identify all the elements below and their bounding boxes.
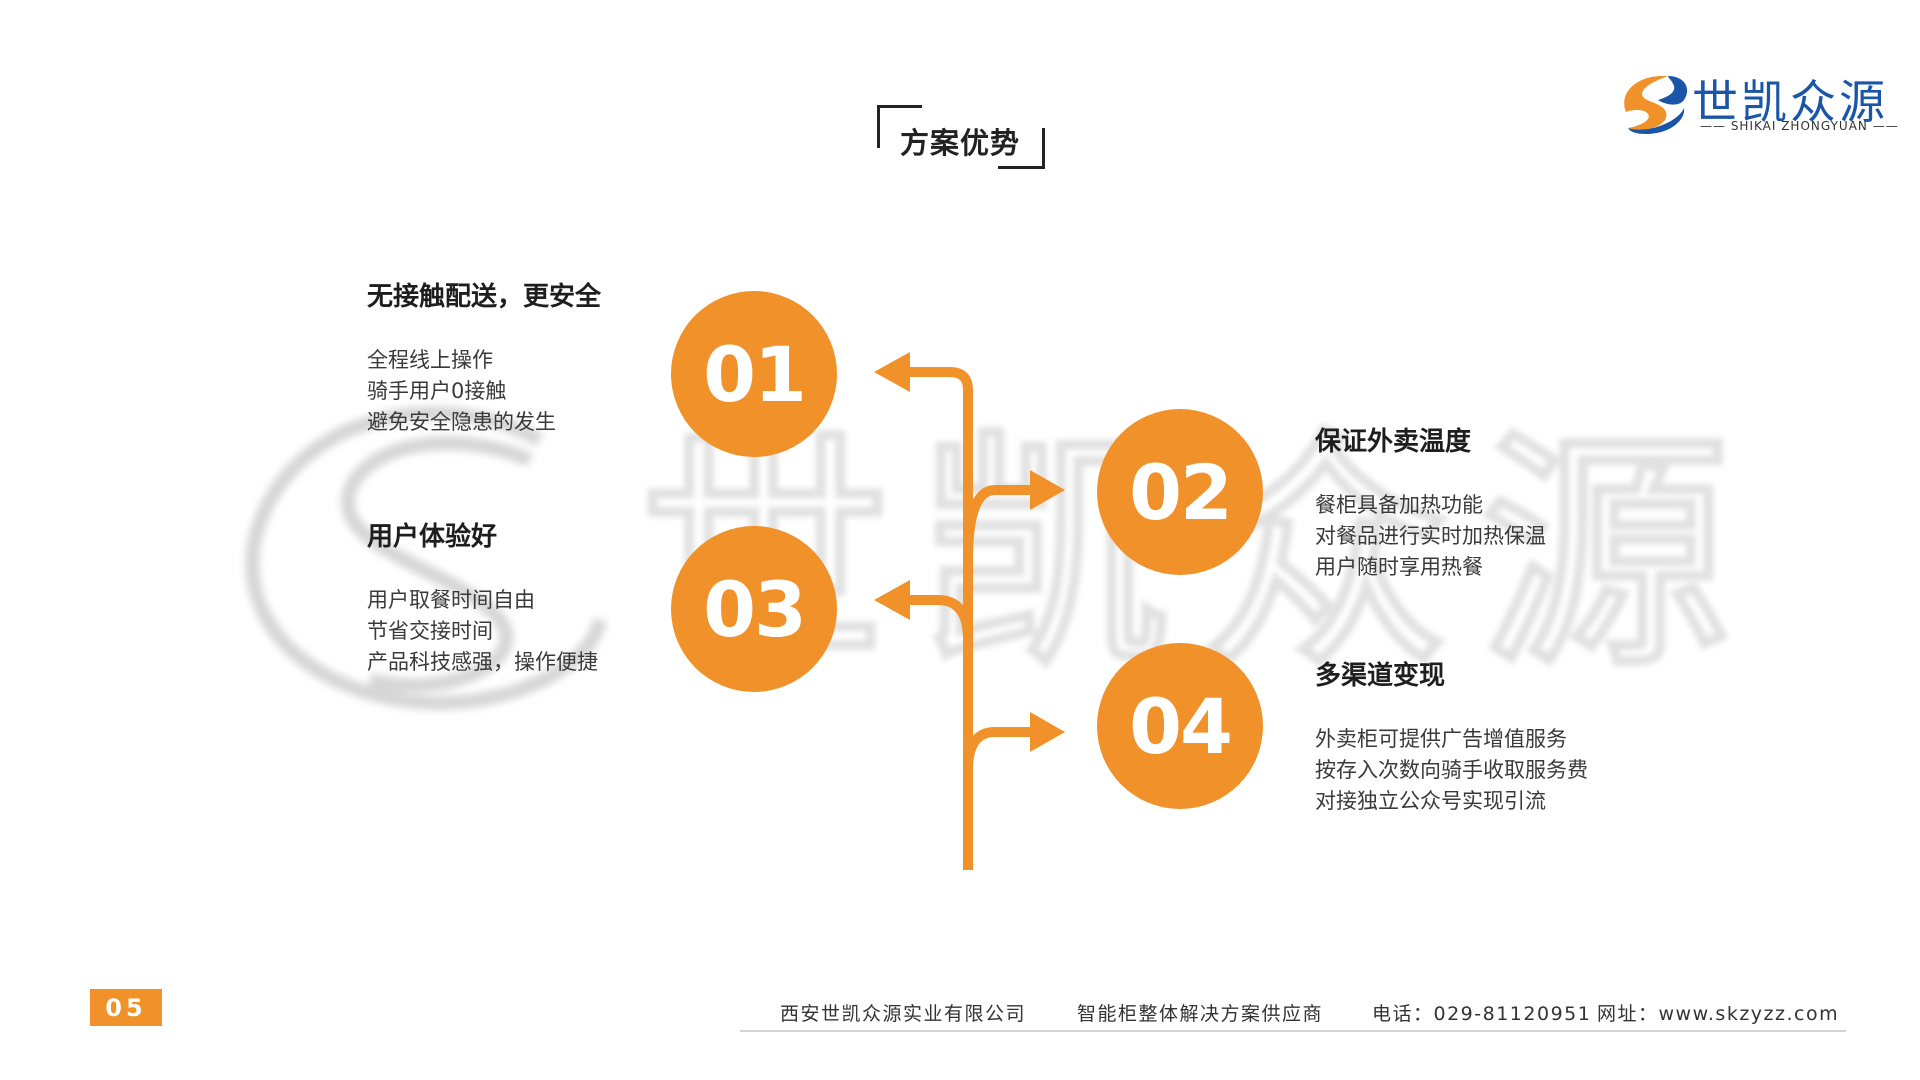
step-number: 01 <box>703 329 807 419</box>
step-number: 04 <box>1129 681 1233 771</box>
arrow-head-01 <box>874 352 910 392</box>
step-circle-03: 03 <box>671 526 837 692</box>
arrow-head-04 <box>1030 712 1065 752</box>
step-heading: 多渠道变现 <box>1315 661 1446 691</box>
page-title: 方案优势 <box>900 126 1021 160</box>
title-bracket-bottom-right <box>998 128 1045 169</box>
step-line: 对餐品进行实时加热保温 <box>1315 524 1546 548</box>
step-line: 骑手用户0接触 <box>367 379 507 403</box>
footer-website: 网址：www.skzyzz.com <box>1597 1003 1840 1025</box>
company-logo-icon <box>1624 75 1688 134</box>
step-circle-02: 02 <box>1097 409 1263 575</box>
step-heading: 保证外卖温度 <box>1315 427 1472 457</box>
step-line: 按存入次数向骑手收取服务费 <box>1315 758 1588 782</box>
footer-company: 西安世凯众源实业有限公司 <box>780 1003 1027 1025</box>
footer-phone: 电话：029-81120951 <box>1372 1003 1592 1025</box>
step-number: 03 <box>703 564 807 654</box>
step-block-02: 保证外卖温度 餐柜具备加热功能 对餐品进行实时加热保温 用户随时享用热餐 <box>1315 421 1546 583</box>
step-line: 避免安全隐患的发生 <box>367 410 556 434</box>
step-line: 全程线上操作 <box>367 348 493 372</box>
step-line: 用户取餐时间自由 <box>367 588 535 612</box>
step-block-03: 用户体验好 用户取餐时间自由 节省交接时间 产品科技感强，操作便捷 <box>367 516 598 678</box>
step-line: 节省交接时间 <box>367 619 493 643</box>
footer-divider <box>740 1030 1846 1032</box>
step-heading: 用户体验好 <box>367 522 498 552</box>
step-number: 02 <box>1129 447 1233 537</box>
step-line: 餐柜具备加热功能 <box>1315 493 1483 517</box>
arrow-head-03 <box>874 580 910 620</box>
watermark-logo-icon <box>245 406 607 710</box>
page-number-badge: 05 <box>90 989 162 1026</box>
step-circle-01: 01 <box>671 291 837 457</box>
step-line: 外卖柜可提供广告增值服务 <box>1315 727 1567 751</box>
footer-slogan: 智能柜整体解决方案供应商 <box>1077 1003 1324 1025</box>
branch-arrows-diagram <box>874 352 1065 870</box>
step-heading: 无接触配送，更安全 <box>367 282 602 312</box>
step-line: 产品科技感强，操作便捷 <box>367 650 598 674</box>
title-bracket-top-left <box>877 105 922 148</box>
step-line: 用户随时享用热餐 <box>1315 555 1483 579</box>
step-circle-04: 04 <box>1097 643 1263 809</box>
step-line: 对接独立公众号实现引流 <box>1315 789 1546 813</box>
arrow-head-02 <box>1030 470 1065 510</box>
step-block-04: 多渠道变现 外卖柜可提供广告增值服务 按存入次数向骑手收取服务费 对接独立公众号… <box>1315 655 1588 817</box>
logo-subtitle: —— SHIKAI ZHONGYUAN —— <box>1700 119 1899 133</box>
step-block-01: 无接触配送，更安全 全程线上操作 骑手用户0接触 避免安全隐患的发生 <box>367 276 601 438</box>
logo-text: 世凯众源 <box>1692 75 1888 129</box>
